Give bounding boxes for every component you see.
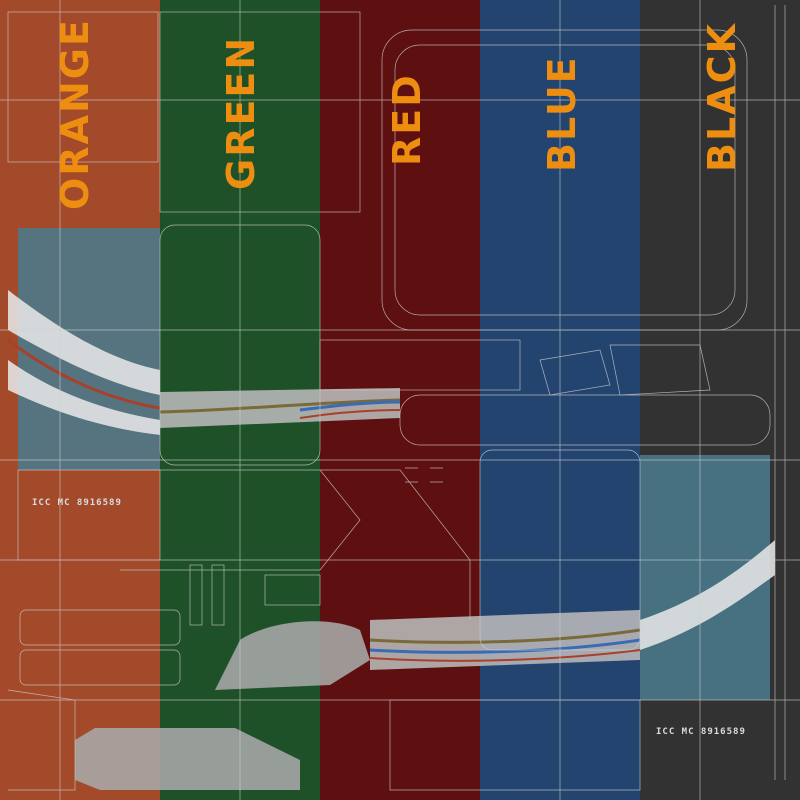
icc-number-right: ICC MC 8916589 bbox=[656, 727, 746, 737]
uv-top-left-block bbox=[7, 11, 159, 163]
icc-number-left: ICC MC 8916589 bbox=[32, 498, 122, 508]
right-sweep-grey bbox=[370, 610, 640, 670]
label-blue: BLUE bbox=[540, 55, 584, 172]
left-cab-stripe-white-2 bbox=[8, 360, 160, 435]
label-green: GREEN bbox=[219, 35, 263, 190]
mirror-piece-2 bbox=[75, 728, 300, 790]
label-black: BLACK bbox=[700, 22, 744, 172]
left-cab-stripe-red bbox=[7, 338, 161, 410]
left-cab-stripe-white bbox=[8, 290, 160, 395]
center-sweep-grey bbox=[160, 388, 400, 428]
label-red: RED bbox=[385, 73, 429, 166]
right-cab-stripe-white bbox=[640, 540, 775, 650]
mirror-piece-1 bbox=[215, 621, 370, 690]
label-orange: ORANGE bbox=[53, 18, 97, 210]
right-cab-panel bbox=[640, 455, 770, 700]
